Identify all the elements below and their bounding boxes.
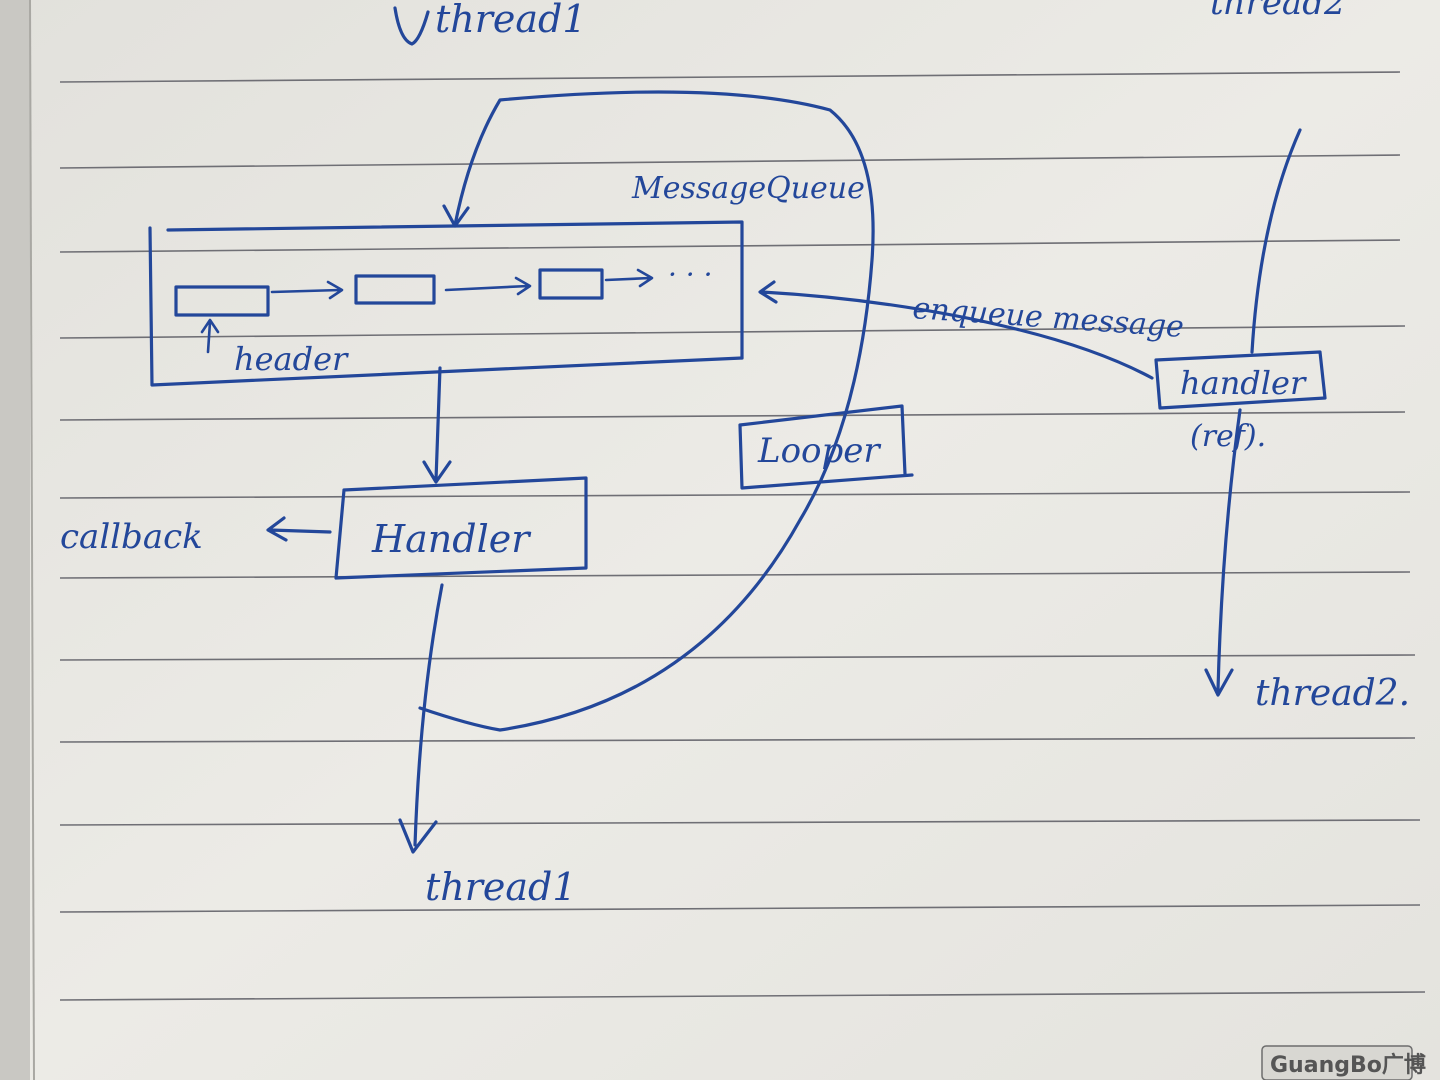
ref-note-label: (ref). — [1190, 419, 1266, 454]
loop-arrowhead — [442, 204, 470, 228]
message-node-3 — [538, 268, 604, 300]
ruled-line — [59, 991, 1426, 1001]
thread2-arrow — [1204, 408, 1242, 697]
header-label: header — [234, 340, 349, 378]
ruled-line — [59, 325, 1406, 339]
thread2-label: thread2. — [1255, 673, 1410, 714]
binding-edge — [0, 0, 30, 1080]
message-queue-box-top — [166, 220, 744, 360]
handler-label: Handler — [371, 517, 532, 561]
node-arrow-3 — [604, 268, 654, 288]
message-node-1 — [174, 285, 270, 317]
node-arrow-1 — [270, 280, 344, 300]
check-mark — [393, 6, 430, 46]
thread2-upper-line — [1250, 128, 1302, 354]
ruled-line — [59, 904, 1421, 913]
ruled-line — [59, 239, 1401, 253]
brand-mark — [1261, 1045, 1413, 1080]
message-queue-label: MessageQueue — [631, 171, 865, 206]
ruled-line — [59, 154, 1401, 169]
brand-label: GuangBo广博 — [1270, 1052, 1426, 1078]
top-thread-left-label: thread1 — [435, 0, 587, 41]
ruled-line — [59, 737, 1416, 743]
handler-ref-label: handler — [1180, 364, 1307, 402]
message-node-2 — [354, 274, 436, 305]
looper-label: Looper — [757, 431, 881, 471]
looper-loop-path — [418, 90, 875, 732]
looper-box — [738, 404, 914, 490]
ruled-line — [59, 491, 1411, 499]
thread1-arrow — [398, 583, 444, 854]
queue-to-handler-arrow — [422, 366, 452, 484]
ruled-line — [59, 571, 1411, 579]
message-queue-box-bottom — [148, 226, 744, 387]
ellipsis-label: · · · — [668, 258, 713, 291]
callback-label: callback — [60, 517, 203, 557]
enqueue-arrow — [758, 280, 1154, 380]
page-edge — [29, 0, 35, 1080]
thread1-label: thread1 — [425, 865, 577, 909]
ruled-line — [59, 411, 1406, 421]
ruled-lines — [59, 71, 1426, 1001]
ruled-line — [59, 819, 1421, 826]
header-pointer-arrow — [200, 318, 220, 354]
top-thread-right-label: thread2 — [1210, 0, 1346, 23]
ruled-line — [59, 654, 1416, 661]
node-arrow-2 — [444, 276, 532, 296]
handler-ref-box — [1154, 350, 1327, 410]
callback-arrow — [266, 516, 332, 542]
ruled-line — [59, 71, 1401, 83]
handler-box — [334, 476, 588, 580]
